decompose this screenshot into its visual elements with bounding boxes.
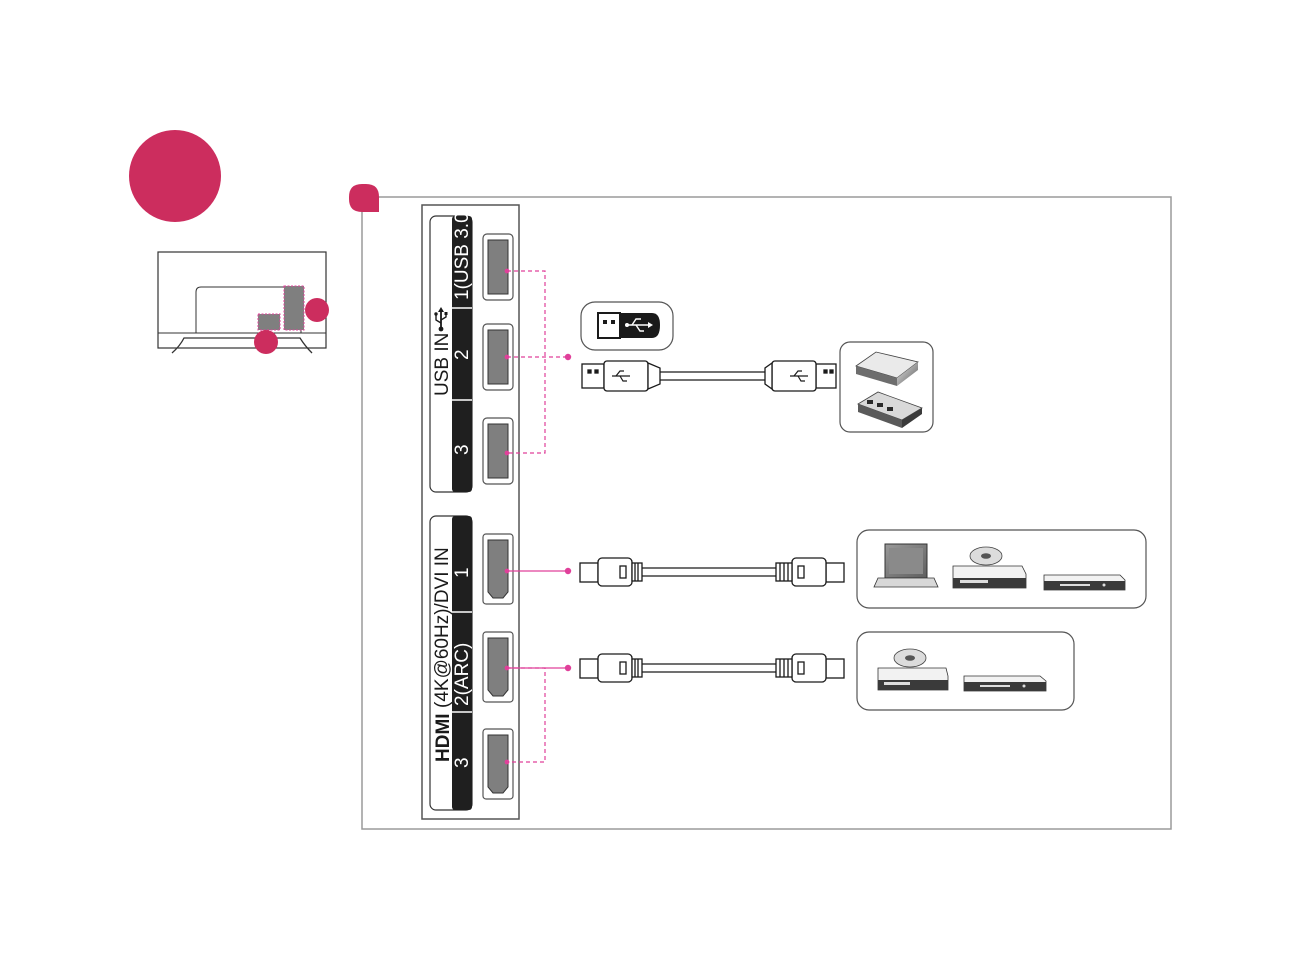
- usb-panel-title: USB IN: [432, 333, 453, 396]
- tv-marker-usb: [305, 298, 329, 322]
- usb-port-3[interactable]: [483, 418, 513, 484]
- usb-port-1[interactable]: [483, 234, 513, 300]
- set-top-box-icon: [1044, 575, 1125, 590]
- set-top-box-icon: [964, 676, 1046, 691]
- frame-badge: [349, 184, 379, 212]
- hdmi-cable-2: [580, 654, 844, 682]
- tv-back-overview: [158, 252, 329, 354]
- hdmi-device-group-1: [857, 530, 1146, 608]
- usb-label-block: USB IN 1(USB 3.0) 2 3: [430, 206, 473, 492]
- usb-flash-drive-icon: [581, 302, 673, 350]
- step-badge: [129, 130, 221, 222]
- usb-cable: [582, 361, 836, 391]
- usb-port-label-2: 2: [452, 349, 473, 360]
- hdmi-logo: HDMI: [433, 713, 454, 762]
- hdmi-port-3[interactable]: [483, 729, 513, 799]
- hdmi-cable-1: [580, 558, 844, 586]
- usb-port-label-3: 3: [452, 444, 473, 455]
- tv-marker-hdmi: [254, 330, 278, 354]
- hdmi-port-label-1: 1: [452, 567, 473, 578]
- usb-device-group: [840, 342, 933, 432]
- usb-port-label-1: 1(USB 3.0): [452, 206, 473, 300]
- tv-usb-area: [284, 286, 304, 330]
- hdmi-port-label-3: 3: [452, 757, 473, 768]
- tv-hdmi-area: [258, 314, 280, 330]
- hdmi-port-label-2: 2(ARC): [452, 643, 473, 706]
- hdmi-label-block: HDMI (4K@60Hz)/DVI IN 1 2(ARC) 3: [430, 516, 473, 810]
- hdmi-panel-title: (4K@60Hz)/DVI IN: [432, 547, 453, 708]
- hdmi-device-group-2: [857, 632, 1074, 710]
- hdmi-port-1[interactable]: [483, 534, 513, 604]
